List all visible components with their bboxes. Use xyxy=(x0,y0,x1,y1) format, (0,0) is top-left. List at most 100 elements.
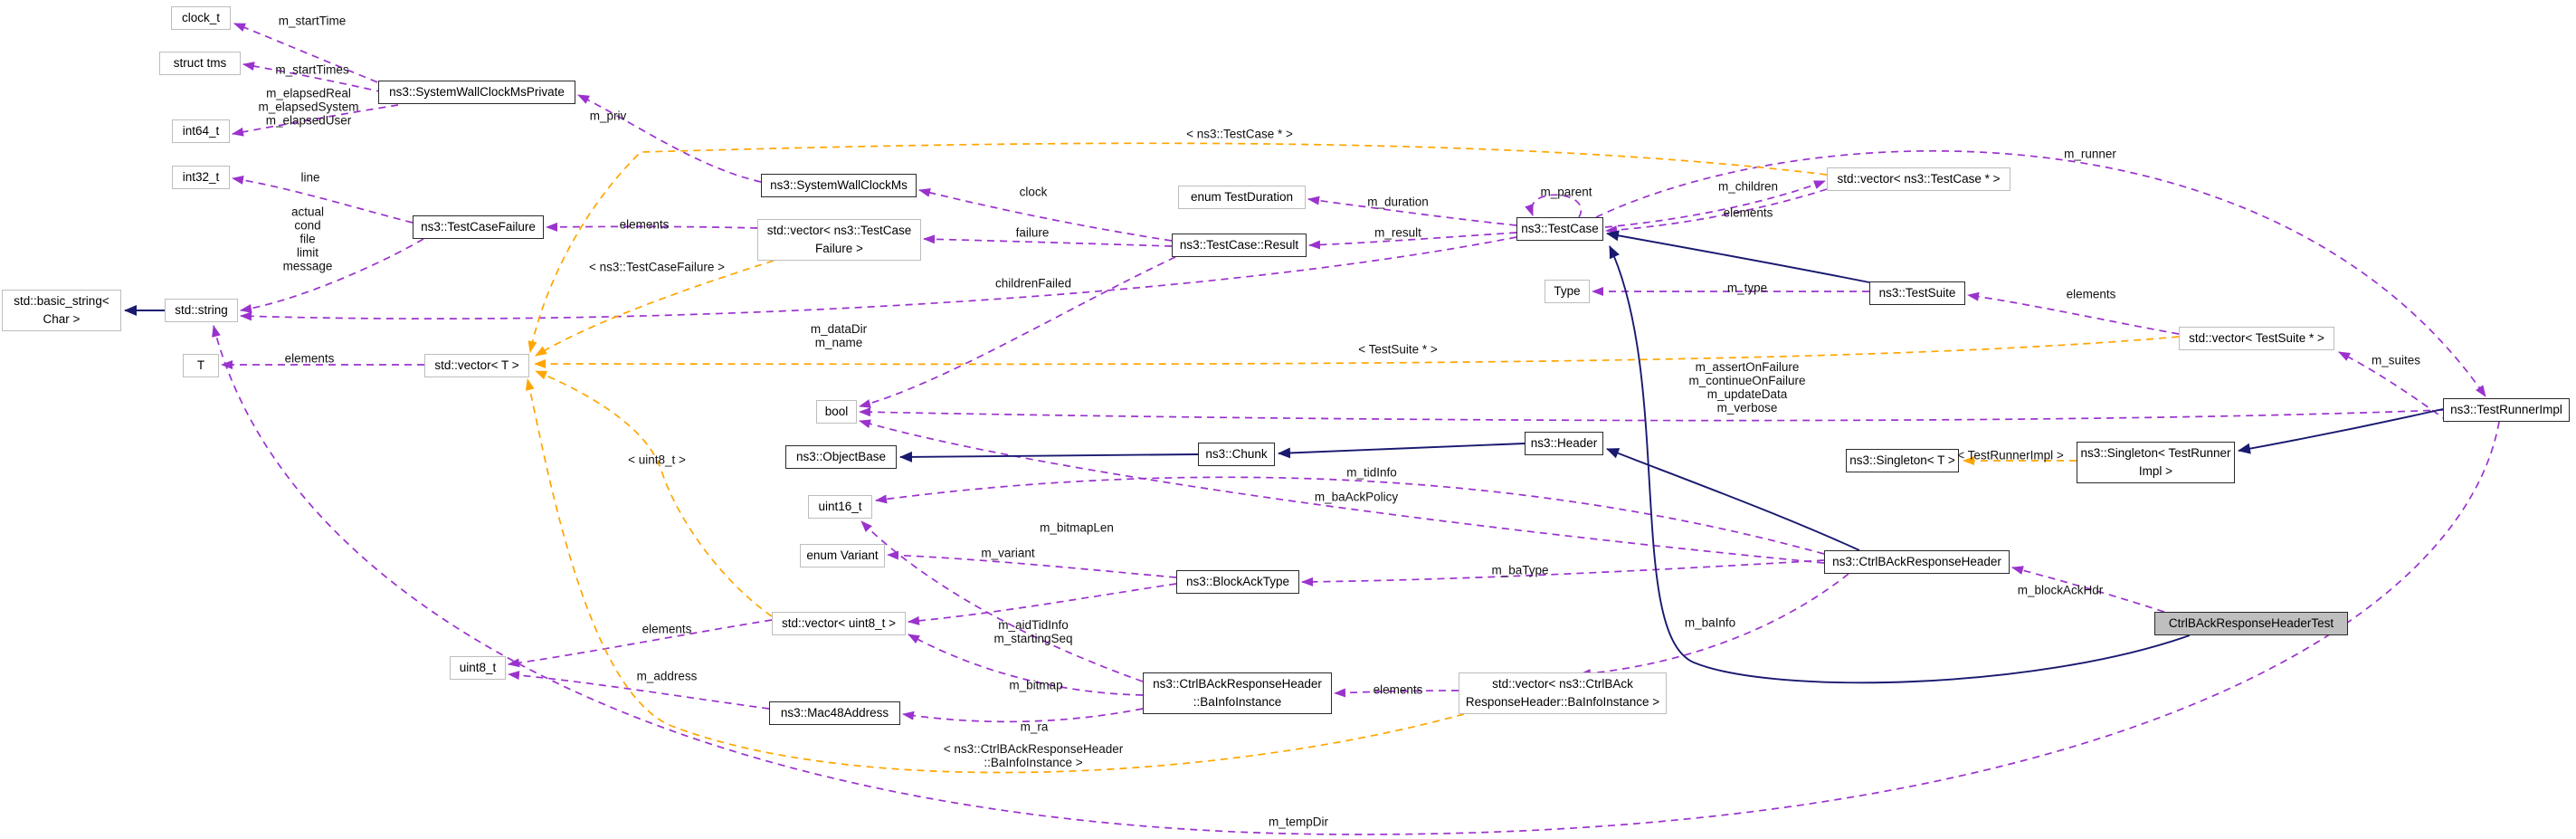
edge-label-tpl-test-case-ptr: < ns3::TestCase * > xyxy=(1186,128,1293,141)
node-ctrl-back-response-header[interactable]: ns3::CtrlBAckResponseHeader xyxy=(1824,550,2010,574)
node-block-ack-type[interactable]: ns3::BlockAckType xyxy=(1176,570,1299,594)
node-system-wall-clock-ms[interactable]: ns3::SystemWallClockMs xyxy=(761,174,917,197)
node-t[interactable]: T xyxy=(183,354,219,377)
edge-label-line-line: line xyxy=(300,170,320,185)
edge-label-tpl-test-suite-ptr-line: < TestSuite * > xyxy=(1358,342,1438,357)
edge-label-tpl-test-case-failure: < ns3::TestCaseFailure > xyxy=(589,261,725,274)
edge-m-ba-ack-policy xyxy=(859,419,1825,564)
edge-label-m-ba-ack-policy-line: m_baAckPolicy xyxy=(1314,490,1399,504)
edge-line xyxy=(232,175,413,224)
edge-inherit-test-suite xyxy=(1606,230,1870,283)
edge-m-priv xyxy=(577,94,762,183)
edge-label-tpl-uint8-line: < uint8_t > xyxy=(628,453,686,467)
edge-m-elapsed xyxy=(232,104,399,137)
edge-label-m-parent-line: m_parent xyxy=(1540,185,1592,199)
node-mac48-address-label: ns3::Mac48Address xyxy=(780,706,889,720)
node-mac48-address[interactable]: ns3::Mac48Address xyxy=(769,701,900,725)
node-chunk[interactable]: ns3::Chunk xyxy=(1198,443,1275,466)
node-singleton-test-runner-impl-label: Impl > xyxy=(2138,464,2173,478)
edge-label-m-ra: m_ra xyxy=(1021,720,1049,734)
edge-label-m-duration-line: m_duration xyxy=(1367,195,1429,209)
edge-label-clock: clock xyxy=(1020,186,1048,199)
edge-inherit-test-runner xyxy=(2238,408,2444,454)
node-ba-info-instance[interactable]: ns3::CtrlBAckResponseHeader::BaInfoInsta… xyxy=(1143,672,1332,714)
edge-label-failure-fields-line: cond xyxy=(294,218,321,233)
node-enum-test-duration[interactable]: enum TestDuration xyxy=(1178,186,1306,209)
node-basic-string-label: std::basic_string< xyxy=(14,294,109,308)
node-enum-variant[interactable]: enum Variant xyxy=(800,544,885,567)
node-vector-test-case-ptr[interactable]: std::vector< ns3::TestCase * > xyxy=(1827,167,2010,191)
edge-label-failure: failure xyxy=(1016,226,1050,240)
node-vector-ba-info-instance-label: ResponseHeader::BaInfoInstance > xyxy=(1465,695,1660,709)
edge-label-tpl-ba-info-line: < ns3::CtrlBAckResponseHeader xyxy=(943,742,1124,756)
node-vector-test-suite-ptr[interactable]: std::vector< TestSuite * > xyxy=(2179,327,2334,350)
node-std-string-label: std::string xyxy=(175,303,228,317)
edge-label-children-failed-line: childrenFailed xyxy=(994,276,1072,291)
edge-label-m-children-line: m_children xyxy=(1717,179,1779,194)
edge-label-m-elapsed-line: m_elapsedUser xyxy=(265,113,352,128)
node-basic-string-label: Char > xyxy=(43,312,81,326)
node-test-runner-impl[interactable]: ns3::TestRunnerImpl xyxy=(2443,398,2570,422)
node-test-suite[interactable]: ns3::TestSuite xyxy=(1869,281,1965,305)
node-vector-t-label: std::vector< T > xyxy=(434,358,519,372)
node-ctrl-back-response-header-label: ns3::CtrlBAckResponseHeader xyxy=(1832,555,2001,568)
node-struct-tms[interactable]: struct tms xyxy=(159,52,241,75)
edge-label-m-start-times-line: m_startTimes xyxy=(275,62,349,77)
edge-label-m-priv-line: m_priv xyxy=(589,109,627,123)
node-vector-uint8-t[interactable]: std::vector< uint8_t > xyxy=(772,612,906,635)
edge-label-m-data-dir-line: m_name xyxy=(814,336,863,349)
edge-label-elements-tcf: elements xyxy=(620,218,670,232)
edge-m-ra xyxy=(902,708,1144,723)
node-uint16-t[interactable]: uint16_t xyxy=(808,495,872,519)
edge-label-assert-group-line: m_continueOnFailure xyxy=(1688,374,1806,387)
node-vector-test-case-failure-label: std::vector< ns3::TestCase xyxy=(766,224,912,237)
node-bool[interactable]: bool xyxy=(816,400,857,424)
node-system-wall-clock-ms-private[interactable]: ns3::SystemWallClockMsPrivate xyxy=(378,81,575,104)
node-std-string[interactable]: std::string xyxy=(165,299,238,322)
node-int32-t-label: int32_t xyxy=(182,170,220,184)
edge-label-m-result-line: m_result xyxy=(1374,225,1421,240)
edge-m-data-dir xyxy=(240,236,1517,321)
edge-elements-tc xyxy=(1605,188,1828,235)
node-system-wall-clock-ms-label: ns3::SystemWallClockMs xyxy=(770,178,908,192)
node-ctrl-back-response-header-test[interactable]: CtrlBAckResponseHeaderTest xyxy=(2154,612,2348,635)
node-uint8-t[interactable]: uint8_t xyxy=(450,656,506,680)
edge-label-tpl-ba-info-line: ::BaInfoInstance > xyxy=(984,756,1083,769)
node-enum-variant-label: enum Variant xyxy=(806,548,879,562)
edge-label-m-result: m_result xyxy=(1374,226,1421,240)
node-vector-test-case-failure-label: Failure > xyxy=(815,242,863,255)
node-type[interactable]: Type xyxy=(1545,280,1590,303)
node-header[interactable]: ns3::Header xyxy=(1525,432,1603,455)
edge-m-bitmap xyxy=(908,634,1144,696)
node-singleton-t-label: ns3::Singleton< T > xyxy=(1849,453,1955,467)
node-uint16-t-label: uint16_t xyxy=(818,500,862,513)
edge-label-m-aid-tid-info-line: m_aidTidInfo xyxy=(998,618,1069,632)
node-test-case-failure[interactable]: ns3::TestCaseFailure xyxy=(413,215,544,239)
node-vector-test-suite-ptr-label: std::vector< TestSuite * > xyxy=(2189,331,2324,345)
edge-m-variant xyxy=(887,550,1177,578)
edge-elements-tcf xyxy=(546,222,758,232)
node-int32-t[interactable]: int32_t xyxy=(172,166,230,189)
edge-m-parent xyxy=(1525,194,1583,218)
edge-label-m-tid-info: m_tidInfo xyxy=(1346,466,1397,480)
edge-m-address xyxy=(508,671,770,710)
edge-label-m-tid-info-line: m_tidInfo xyxy=(1346,465,1397,480)
edge-label-elements-t-line: elements xyxy=(284,351,335,366)
node-clock-t[interactable]: clock_t xyxy=(171,6,231,30)
node-int64-t[interactable]: int64_t xyxy=(172,119,230,143)
node-chunk-label: ns3::Chunk xyxy=(1205,447,1268,461)
node-object-base[interactable]: ns3::ObjectBase xyxy=(785,445,897,469)
node-basic-string[interactable]: std::basic_string<Char > xyxy=(2,290,121,331)
edge-label-elements-u8: elements xyxy=(642,623,692,636)
node-singleton-t[interactable]: ns3::Singleton< T > xyxy=(1846,449,1959,472)
node-test-case-result-label: ns3::TestCase::Result xyxy=(1179,238,1299,252)
node-vector-t[interactable]: std::vector< T > xyxy=(424,354,529,377)
edge-label-elements-tc: elements xyxy=(1724,206,1773,220)
node-test-case-result[interactable]: ns3::TestCase::Result xyxy=(1172,234,1307,257)
node-test-case[interactable]: ns3::TestCase xyxy=(1516,217,1603,241)
edge-inherit-chunk xyxy=(899,451,1199,462)
